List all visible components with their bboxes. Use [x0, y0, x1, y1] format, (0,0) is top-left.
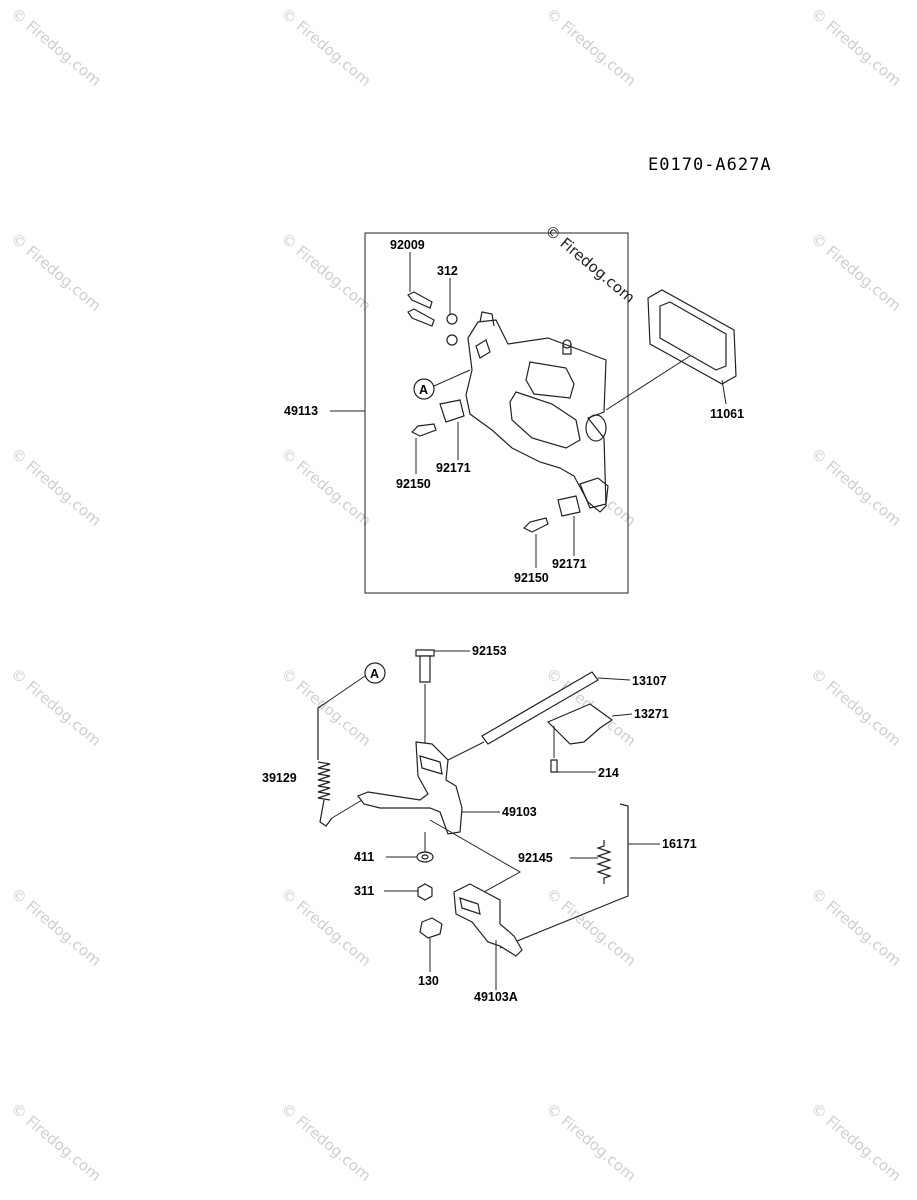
watermark: © Firedog.com [807, 4, 904, 89]
callout-a-letter-lower: A [370, 667, 379, 681]
label-49103: 49103 [502, 805, 537, 819]
nut-312-upper [446, 313, 458, 325]
label-92150-left: 92150 [396, 477, 431, 491]
label-49103a: 49103A [474, 990, 518, 1004]
plate-window-upper [525, 361, 575, 399]
gasket-opening [659, 301, 727, 371]
watermark: © Firedog.com [277, 664, 374, 749]
bolt-92009-lower [407, 308, 435, 327]
label-92171-right: 92171 [552, 557, 587, 571]
watermark: © Firedog.com [807, 229, 904, 314]
watermark: © Firedog.com [7, 1099, 104, 1184]
nut-311 [417, 883, 433, 901]
label-92145: 92145 [518, 851, 553, 865]
label-311: 311 [354, 884, 374, 898]
control-plate [465, 319, 607, 513]
screw-92150-right [522, 517, 549, 533]
leader-13107 [597, 677, 631, 681]
label-49113: 49113 [284, 404, 318, 418]
rod-16171 [499, 803, 629, 949]
plate-hole [585, 414, 607, 442]
watermark: © Firedog.com [7, 664, 104, 749]
upper-assembly: © Firedog.com A [284, 221, 744, 594]
watermark: © Firedog.com [7, 4, 104, 89]
plate-bracket-lower [579, 477, 609, 509]
label-312: 312 [437, 264, 458, 278]
screw-214 [550, 759, 558, 773]
label-92009: 92009 [390, 238, 425, 252]
spring-39129-hook-bottom [319, 799, 333, 827]
watermark: © Firedog.com [7, 884, 104, 969]
assembly-frame [364, 232, 629, 594]
leader-gasket-to-plate [605, 355, 691, 411]
clip-92171-right [557, 495, 581, 517]
label-92171-left: 92171 [436, 461, 471, 475]
lower-assembly: A [262, 644, 697, 1004]
callout-a-leader [433, 369, 471, 387]
watermark: © Firedog.com [542, 4, 639, 89]
bolt-92153-head [415, 649, 435, 657]
watermark: © Firedog.com [277, 229, 374, 314]
watermark: © Firedog.com [277, 4, 374, 89]
screw-92150-left [410, 423, 437, 437]
watermark: © Firedog.com [807, 664, 904, 749]
watermark-dark: © Firedog.com [541, 221, 638, 306]
bolt-92009-upper [407, 291, 433, 309]
leader-92145-diag [429, 819, 522, 893]
leader-11061 [721, 379, 727, 405]
label-411: 411 [354, 850, 374, 864]
label-92150-right: 92150 [514, 571, 549, 585]
plate-bend-left [475, 339, 491, 359]
bolt-130 [419, 917, 443, 939]
bolt-92153-shank [419, 655, 431, 683]
label-13107: 13107 [632, 674, 667, 688]
watermark: © Firedog.com [542, 1099, 639, 1184]
callout-a-circle [413, 378, 435, 400]
spring-39129-coil [317, 761, 331, 801]
gasket [647, 289, 737, 385]
callout-a-circle-lower [364, 662, 386, 684]
watermark: © Firedog.com [277, 444, 374, 529]
washer-411 [416, 851, 434, 863]
spring-92145 [596, 840, 612, 884]
plate-tab-top [479, 311, 495, 327]
lever-49103a [453, 883, 523, 957]
plate-pin-stem [562, 344, 572, 355]
plate-window-lower [509, 391, 581, 449]
callout-a-letter: A [419, 383, 428, 397]
watermark: © Firedog.com [807, 1099, 904, 1184]
label-16171: 16171 [662, 837, 697, 851]
watermark-grid: © Firedog.com © Firedog.com © Firedog.co… [7, 4, 904, 1184]
label-11061: 11061 [710, 407, 744, 421]
plate-13271 [546, 703, 614, 745]
lever-49103-slot [419, 755, 443, 775]
watermark: © Firedog.com [7, 444, 104, 529]
lever-49103 [357, 741, 463, 835]
spring-39129-hook-top [317, 703, 325, 760]
watermark: © Firedog.com [7, 229, 104, 314]
clip-92171-left [439, 399, 465, 423]
label-13271: 13271 [634, 707, 669, 721]
watermark: © Firedog.com [807, 444, 904, 529]
nut-312-lower [446, 334, 458, 346]
lever-49103a-slot [459, 897, 481, 915]
label-92153: 92153 [472, 644, 507, 658]
watermark: © Firedog.com [807, 884, 904, 969]
label-39129: 39129 [262, 771, 297, 785]
washer-411-hole [421, 854, 429, 860]
leader-callout-a-spring [323, 675, 366, 705]
leader-13271 [611, 713, 633, 717]
label-130: 130 [418, 974, 439, 988]
diagram-code: E0170-A627A [648, 155, 772, 175]
leader-spring-to-lever [331, 799, 363, 819]
shaft-13107 [481, 671, 599, 745]
leader-shaft-to-lever [447, 741, 485, 761]
watermark: © Firedog.com [277, 1099, 374, 1184]
label-214: 214 [598, 766, 619, 780]
